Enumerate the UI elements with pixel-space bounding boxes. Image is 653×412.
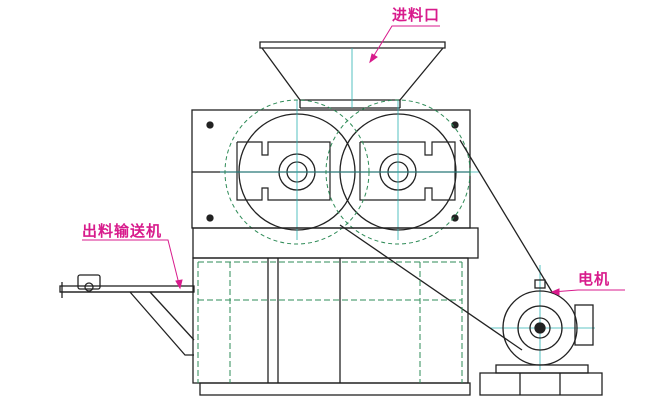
base-frame [192,227,479,396]
main-frame [191,109,471,229]
label-discharge-conveyor: 出料输送机 [82,222,163,240]
base-hidden-lines [197,261,463,383]
drive-belt [339,139,553,351]
bearing-blocks [192,141,470,201]
feed-hopper [259,41,446,109]
electric-motor [479,279,603,396]
label-motor: 电机 [578,270,611,288]
callout-leaders [82,25,625,296]
drive-gear [224,99,471,245]
label-feed-inlet: 进料口 [392,6,441,24]
discharge-conveyor [59,274,195,356]
